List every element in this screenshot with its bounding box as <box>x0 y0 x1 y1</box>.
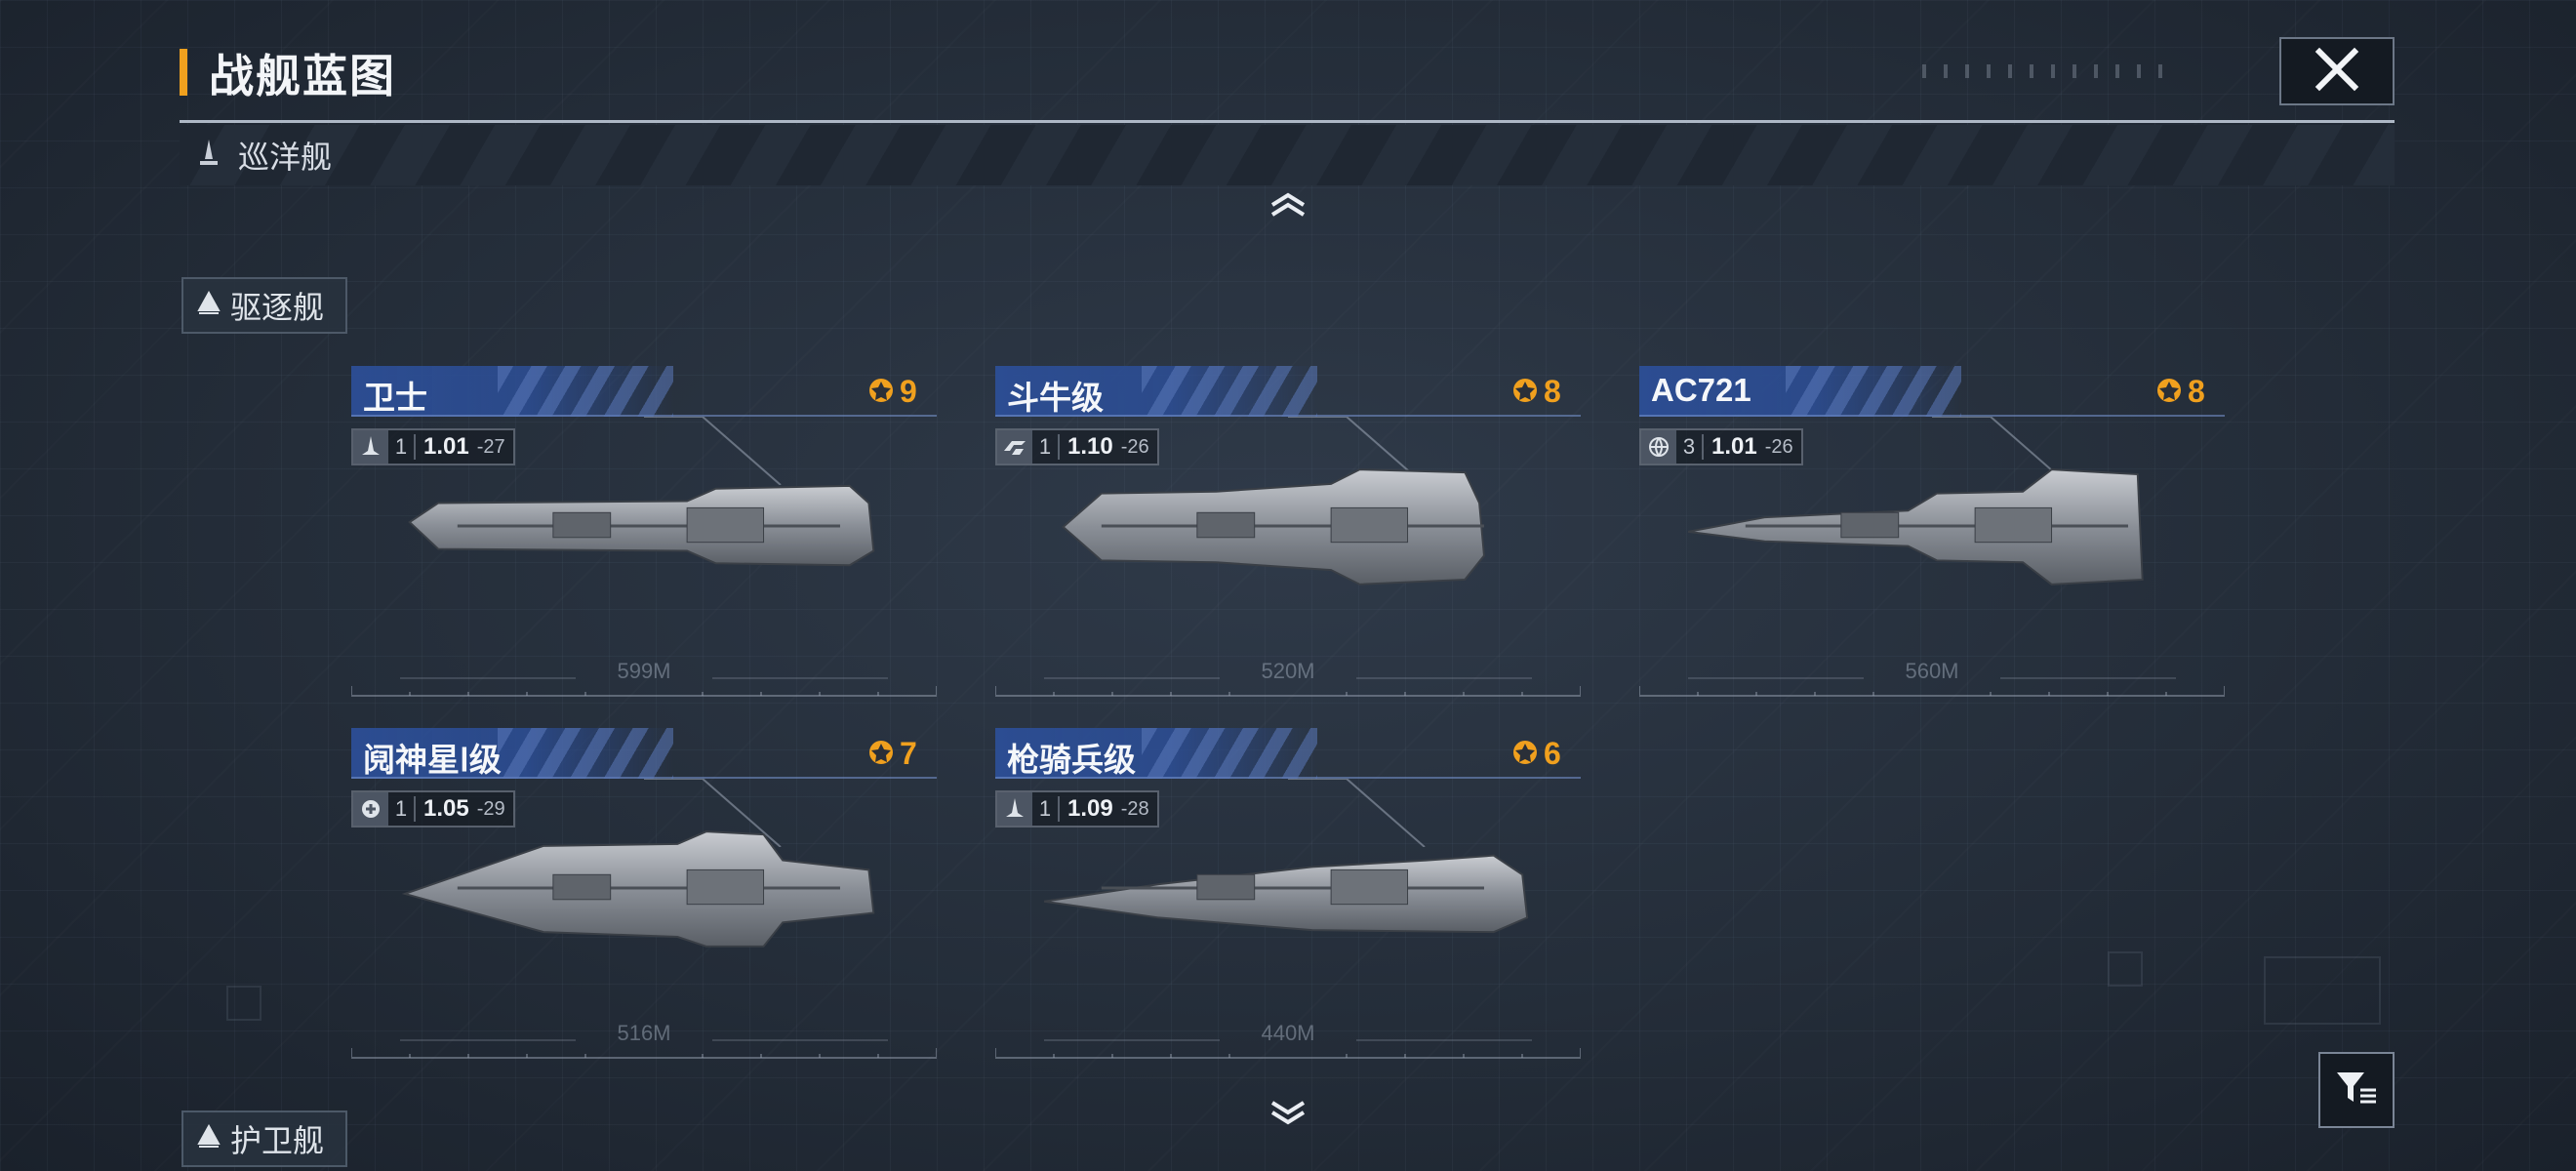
ship-version-sub: -27 <box>476 435 505 458</box>
rating-value: 6 <box>1544 736 1561 771</box>
header-decor-ticks <box>1922 64 2176 78</box>
ship-image <box>1688 468 2144 586</box>
ship-tier: 1 <box>388 434 416 460</box>
ship-version: 1.01 <box>1711 433 1757 460</box>
length-scale <box>995 1039 1581 1059</box>
chevron-up-icon <box>1268 191 1308 221</box>
filter-button[interactable] <box>2318 1052 2395 1128</box>
category-band-cruiser[interactable]: 巡洋舰 <box>180 125 2395 185</box>
ship-version-sub: -29 <box>476 797 505 820</box>
rank-badge-icon <box>2154 376 2184 409</box>
length-scale <box>995 677 1581 697</box>
ship-card-header <box>1639 366 2225 417</box>
ship-version: 1.10 <box>1067 433 1113 460</box>
ship-tier: 1 <box>1032 796 1060 822</box>
ship-card-header <box>351 366 937 417</box>
ship-image <box>1044 854 1529 934</box>
ship-card[interactable]: AC721 8 3 1.01 -26 <box>1639 366 2225 727</box>
ship-length: 440M <box>1261 1021 1315 1045</box>
ship-card-header <box>995 366 1581 417</box>
length-scale <box>1639 677 2225 697</box>
header-stripes <box>1786 366 1961 417</box>
section-label: 驱逐舰 <box>230 289 325 326</box>
support-role-icon <box>353 792 388 826</box>
ship-image <box>1062 468 1485 586</box>
triangle-up-icon <box>197 1120 221 1157</box>
fighter-role-icon <box>997 792 1032 826</box>
ship-name: 阋神星Ⅰ级 <box>363 742 502 778</box>
ship-version: 1.01 <box>423 433 469 460</box>
ship-version-sub: -28 <box>1120 797 1149 820</box>
length-scale <box>351 677 937 697</box>
ship-info-tag: 3 1.01 -26 <box>1639 428 1803 465</box>
ship-length: 599M <box>617 659 671 683</box>
decor-square <box>2264 956 2381 1025</box>
ship-card[interactable]: 枪骑兵级 6 1 1.09 -28 <box>995 728 1581 1089</box>
ship-info-tag: 1 1.05 -29 <box>351 790 515 828</box>
ship-image <box>408 484 875 567</box>
speed-role-icon <box>997 430 1032 464</box>
globe-role-icon <box>1641 430 1676 464</box>
ship-info-tag: 1 1.09 -28 <box>995 790 1159 828</box>
rank-badge-icon <box>1510 738 1540 771</box>
ship-length: 520M <box>1261 659 1315 683</box>
section-destroyer[interactable]: 驱逐舰 <box>181 277 348 334</box>
rating-value: 9 <box>900 374 917 409</box>
rank-badge-icon <box>866 738 896 771</box>
rank-badge-icon <box>866 376 896 409</box>
header-stripes <box>498 728 673 779</box>
decor-square <box>226 986 262 1021</box>
ship-name: 枪骑兵级 <box>1007 742 1136 778</box>
ship-rating: 7 <box>866 736 917 772</box>
ship-image <box>401 830 875 948</box>
filter-icon <box>2335 1069 2378 1111</box>
ship-version-sub: -26 <box>1764 435 1793 458</box>
rank-badge-icon <box>1510 376 1540 409</box>
ship-card-header <box>351 728 937 779</box>
decor-square <box>2108 951 2143 987</box>
header-divider <box>180 120 2395 123</box>
ship-tier: 1 <box>388 796 416 822</box>
ship-length: 516M <box>617 1021 671 1045</box>
close-button[interactable] <box>2279 37 2395 105</box>
ship-name: 卫士 <box>363 380 427 416</box>
ship-tier: 3 <box>1676 434 1704 460</box>
triangle-up-icon <box>197 287 221 324</box>
scroll-up-button[interactable] <box>1268 191 1308 221</box>
section-label: 护卫舰 <box>230 1122 325 1159</box>
ship-rating: 9 <box>866 374 917 410</box>
ship-rating: 6 <box>1510 736 1561 772</box>
ship-card[interactable]: 卫士 9 1 1.01 -27 <box>351 366 937 727</box>
page-title: 战舰蓝图 <box>209 50 396 102</box>
category-band-label: 巡洋舰 <box>238 139 333 176</box>
ship-version: 1.05 <box>423 795 469 822</box>
header-stripes <box>498 366 673 417</box>
ship-info-tag: 1 1.10 -26 <box>995 428 1159 465</box>
ship-version: 1.09 <box>1067 795 1113 822</box>
title-accent-bar <box>180 49 187 96</box>
ship-rating: 8 <box>2154 374 2205 410</box>
header-stripes <box>1142 728 1317 779</box>
ship-version-sub: -26 <box>1120 435 1149 458</box>
ship-name: 斗牛级 <box>1007 380 1104 416</box>
rating-value: 7 <box>900 736 917 771</box>
chevron-down-icon <box>1268 1101 1308 1130</box>
fighter-role-icon <box>353 430 388 464</box>
ship-rating: 8 <box>1510 374 1561 410</box>
scroll-down-button[interactable] <box>1268 1101 1308 1130</box>
ship-tier: 1 <box>1032 434 1060 460</box>
rating-value: 8 <box>2188 374 2205 409</box>
close-icon <box>2314 46 2360 97</box>
rating-value: 8 <box>1544 374 1561 409</box>
section-frigate[interactable]: 护卫舰 <box>181 1110 348 1167</box>
ship-length: 560M <box>1905 659 1959 683</box>
ship-card[interactable]: 斗牛级 8 1 1.10 -26 <box>995 366 1581 727</box>
ship-name: AC721 <box>1651 372 1751 408</box>
header-stripes <box>1142 366 1317 417</box>
ship-info-tag: 1 1.01 -27 <box>351 428 515 465</box>
ship-card[interactable]: 阋神星Ⅰ级 7 1 1.05 -29 <box>351 728 937 1089</box>
ship-card-header <box>995 728 1581 779</box>
length-scale <box>351 1039 937 1059</box>
cruiser-icon <box>197 138 221 173</box>
